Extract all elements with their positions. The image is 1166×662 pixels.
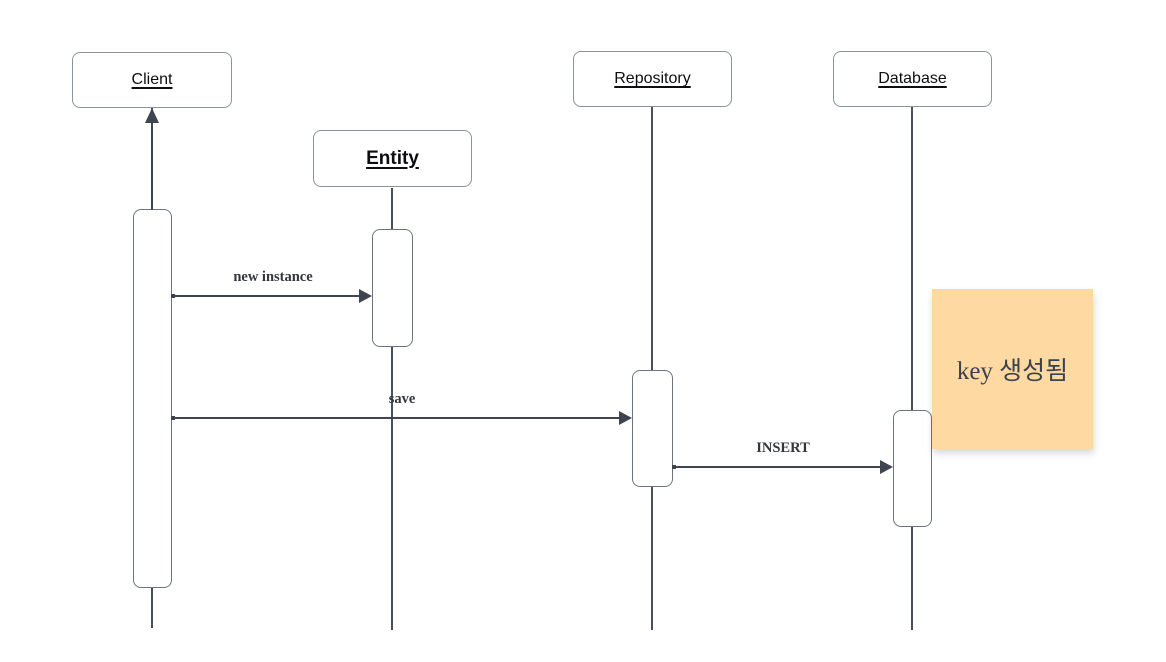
actor-box-database[interactable]: Database bbox=[833, 51, 992, 107]
actor-label-repository: Repository bbox=[614, 70, 691, 87]
activation-bar-database[interactable] bbox=[893, 410, 932, 527]
arrowhead-right-icon bbox=[880, 460, 893, 474]
message-line bbox=[173, 417, 620, 419]
sticky-note[interactable]: key 생성됨 bbox=[932, 289, 1093, 449]
actor-label-entity: Entity bbox=[366, 147, 419, 169]
lifeline-repository[interactable] bbox=[651, 107, 653, 630]
actor-box-client[interactable]: Client bbox=[72, 52, 232, 108]
arrowhead-right-icon bbox=[359, 289, 372, 303]
message-label-new-instance: new instance bbox=[233, 269, 313, 285]
actor-label-client: Client bbox=[131, 71, 173, 88]
activation-bar-entity[interactable] bbox=[372, 229, 413, 347]
arrowhead-up-icon bbox=[145, 108, 159, 123]
message-line bbox=[173, 295, 360, 297]
lifeline-database[interactable] bbox=[911, 107, 913, 630]
message-label-save: save bbox=[388, 391, 416, 407]
lifeline-entity[interactable] bbox=[391, 188, 393, 630]
return-arrow-line bbox=[151, 121, 153, 210]
sticky-note-text: key 생성됨 bbox=[956, 358, 1069, 385]
activation-bar-client[interactable] bbox=[133, 209, 172, 588]
message-line bbox=[674, 466, 881, 468]
activation-bar-repository[interactable] bbox=[632, 370, 673, 487]
arrowhead-right-icon bbox=[619, 411, 632, 425]
actor-box-entity[interactable]: Entity bbox=[313, 130, 472, 187]
message-label-insert: INSERT bbox=[756, 440, 810, 456]
actor-box-repository[interactable]: Repository bbox=[573, 51, 732, 107]
actor-label-database: Database bbox=[878, 70, 947, 87]
